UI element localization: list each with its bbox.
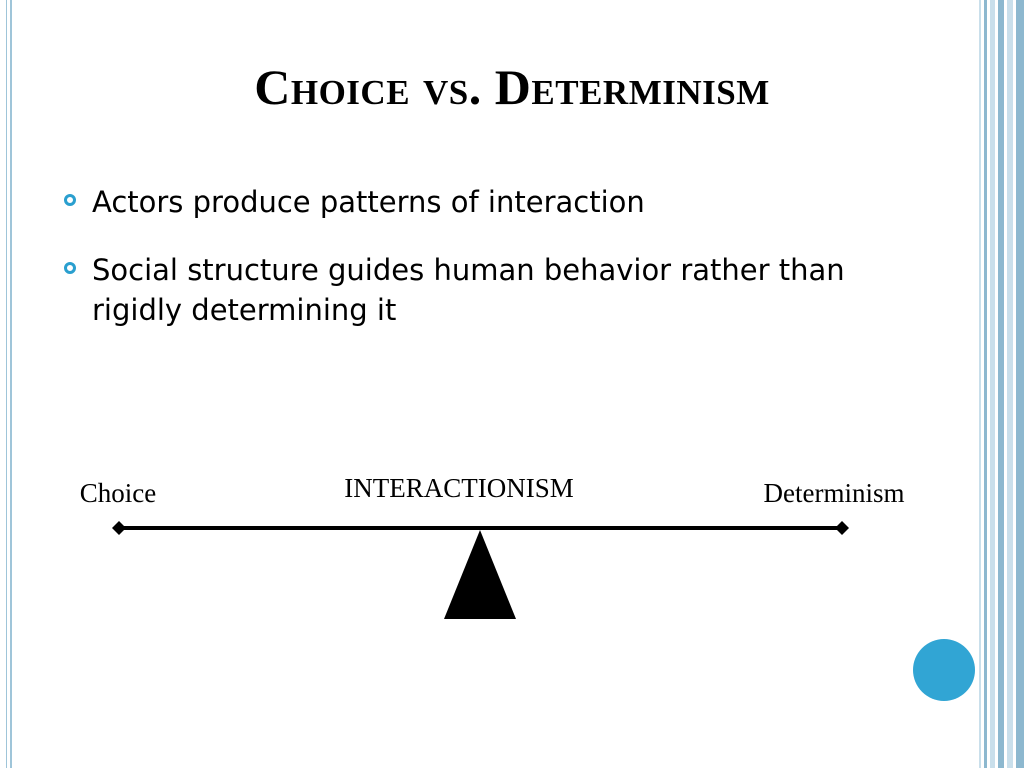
hollow-circle-bullet-icon: [64, 194, 76, 206]
right-decorative-stripe: [979, 0, 981, 768]
left-endpoint-diamond-icon: [112, 521, 126, 535]
bullet-text: Actors produce patterns of interaction: [92, 185, 645, 219]
hollow-circle-bullet-icon: [64, 262, 76, 274]
bullet-item: Actors produce patterns of interaction: [62, 182, 862, 222]
left-border-line: [6, 0, 7, 768]
right-endpoint-diamond-icon: [835, 521, 849, 535]
right-decorative-stripe: [998, 0, 1004, 768]
right-decorative-stripe: [990, 0, 995, 768]
right-decorative-stripe: [984, 0, 987, 768]
bullet-item: Social structure guides human behavior r…: [62, 250, 862, 330]
right-decorative-stripe: [1007, 0, 1013, 768]
balance-diagram: Choice INTERACTIONISM Determinism: [80, 473, 905, 619]
determinism-label: Determinism: [764, 478, 905, 508]
bullet-list: Actors produce patterns of interaction S…: [62, 182, 862, 358]
right-decorative-stripe: [1016, 0, 1024, 768]
left-border-line-thick: [10, 0, 12, 768]
choice-label: Choice: [80, 478, 156, 508]
interactionism-label: INTERACTIONISM: [344, 473, 574, 503]
decorative-circle: [913, 639, 975, 701]
slide-title: Choice vs. Determinism: [254, 59, 770, 115]
bullet-text: Social structure guides human behavior r…: [92, 253, 845, 327]
fulcrum-triangle-icon: [444, 530, 516, 619]
